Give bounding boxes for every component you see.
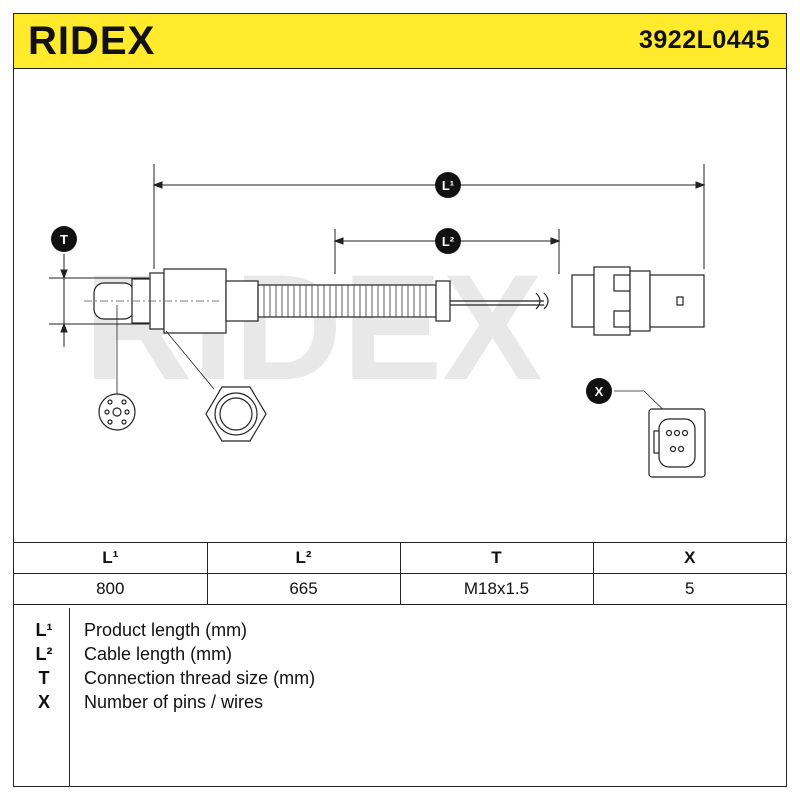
value-l2: 665 <box>206 573 401 605</box>
header-x: X <box>592 542 786 574</box>
legend-key: L¹ <box>35 620 53 640</box>
header-t: T <box>399 542 594 574</box>
spec-header-row: L¹ L² T X <box>14 542 786 574</box>
dimension-l1 <box>152 164 706 269</box>
legend-divider <box>69 608 70 786</box>
header-l1: L¹ <box>14 542 208 574</box>
svg-text:L²: L² <box>442 234 455 249</box>
header-bar: RIDEX 3922L0445 <box>14 14 786 69</box>
svg-text:L¹: L¹ <box>442 178 454 193</box>
dimension-t <box>49 254 149 347</box>
value-t: M18x1.5 <box>399 573 594 605</box>
legend-key: L² <box>35 644 53 664</box>
sensor-diagram: RIDEX L¹ L² <box>49 164 706 478</box>
spec-table: L¹ L² T X 800 665 M18x1.5 5 <box>14 542 786 605</box>
svg-text:RIDEX: RIDEX <box>28 20 155 60</box>
x-badge <box>586 378 612 404</box>
sensor-tip-end-view <box>98 393 136 431</box>
legend-text: Product length (mm) <box>84 620 248 640</box>
legend-text: Cable length (mm) <box>84 644 233 664</box>
brand-logo: RIDEX <box>28 20 155 60</box>
legend-item: L¹ Product length (mm) <box>14 620 786 644</box>
value-x: 5 <box>592 573 786 605</box>
leader-lines <box>116 305 680 426</box>
hex-nut-end-view <box>205 386 267 442</box>
value-l1: 800 <box>14 573 208 605</box>
legend-text: Number of pins / wires <box>84 692 264 712</box>
legend-text: Connection thread size (mm) <box>84 668 316 688</box>
connector <box>571 266 705 336</box>
legend-item: L² Cable length (mm) <box>14 644 786 668</box>
t-badge <box>51 226 77 252</box>
svg-text:T: T <box>60 232 68 247</box>
header-l2: L² <box>206 542 401 574</box>
l1-badge <box>435 172 461 198</box>
connector-face-view <box>648 408 706 478</box>
boot-ribs <box>263 285 427 317</box>
legend-item: X Number of pins / wires <box>14 692 786 716</box>
product-sheet: RIDEX 3922L0445 RIDEX L¹ <box>13 13 787 787</box>
l2-badge <box>435 228 461 254</box>
spec-value-row: 800 665 M18x1.5 5 <box>14 573 786 605</box>
legend-key: T <box>38 668 50 688</box>
cable-break <box>535 292 549 310</box>
svg-text:X: X <box>595 384 604 399</box>
technical-drawing: RIDEX L¹ L² <box>14 69 786 541</box>
legend-key: X <box>37 692 50 712</box>
part-number: 3922L0445 <box>638 26 770 54</box>
legend-item: T Connection thread size (mm) <box>14 668 786 692</box>
legend: L¹ Product length (mm) L² Cable length (… <box>14 608 786 786</box>
